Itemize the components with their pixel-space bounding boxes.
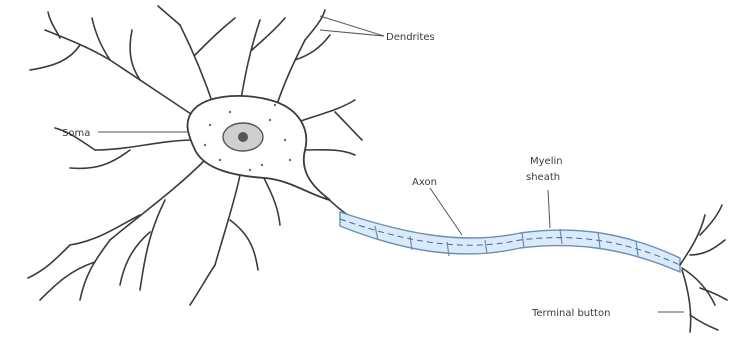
leader-myelin — [548, 190, 550, 228]
leader-lines — [98, 16, 684, 312]
axon-hillock — [325, 196, 348, 215]
label-myelin-line1: Myelin — [530, 156, 563, 167]
label-myelin-line2: sheath — [526, 172, 560, 183]
label-axon: Axon — [412, 177, 437, 188]
label-terminal-button: Terminal button — [531, 308, 610, 319]
leader-axon — [430, 188, 462, 235]
label-soma: Soma — [62, 128, 90, 139]
myelin-sheath — [340, 212, 680, 272]
soma-body — [188, 96, 330, 200]
dendrites — [28, 6, 362, 305]
axon-terminals — [680, 205, 727, 332]
label-dendrites: Dendrites — [386, 32, 435, 43]
